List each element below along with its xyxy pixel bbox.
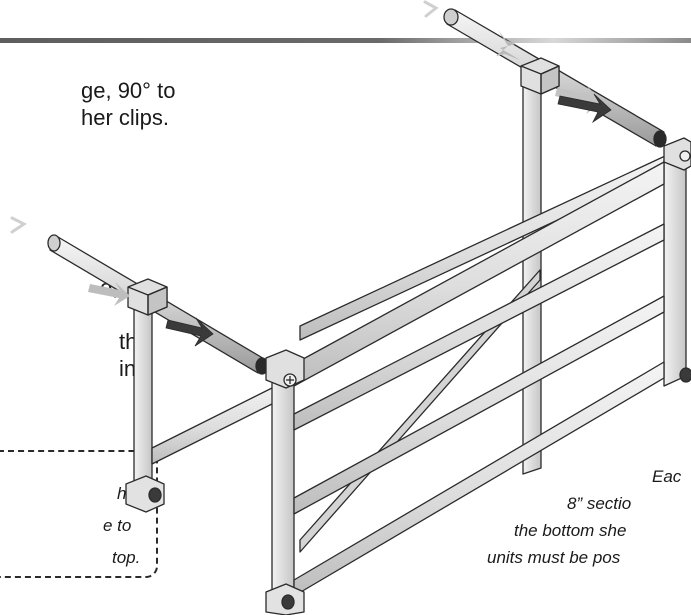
rear-rail [299, 269, 541, 553]
note-text-line: e to [103, 516, 132, 535]
instruction-text-line: in [119, 356, 137, 381]
caption-text-line: units must be pos [487, 548, 621, 567]
front-rail [293, 223, 665, 431]
left-back-post [133, 285, 153, 497]
foot-front-right [679, 367, 691, 383]
caption-text-line: Eac [652, 467, 682, 486]
note-box [0, 450, 158, 578]
clip-front-right [663, 137, 691, 171]
caption-text-line: 8” sectio [567, 494, 632, 513]
arrow-icon [88, 30, 612, 347]
caption-text-line: the bottom she [514, 521, 627, 540]
note-text-line: top. [112, 548, 141, 567]
foot-left [125, 475, 165, 513]
back-post [522, 65, 542, 475]
instruction-text-line: her clips. [81, 105, 170, 130]
arrow-light-icon [10, 0, 439, 234]
left-stretcher [151, 381, 285, 465]
foot-front-left [265, 583, 305, 615]
front-rail-top [293, 161, 665, 387]
instruction-text-line: ge, 90° to [81, 78, 176, 103]
rear-rail [299, 149, 679, 341]
clip-front-left [265, 349, 305, 389]
front-left-post [271, 355, 295, 609]
front-rail [293, 295, 665, 515]
front-right-post [663, 149, 687, 387]
clip-left [127, 278, 168, 316]
clip-back [520, 57, 560, 95]
header-rule [0, 38, 691, 43]
